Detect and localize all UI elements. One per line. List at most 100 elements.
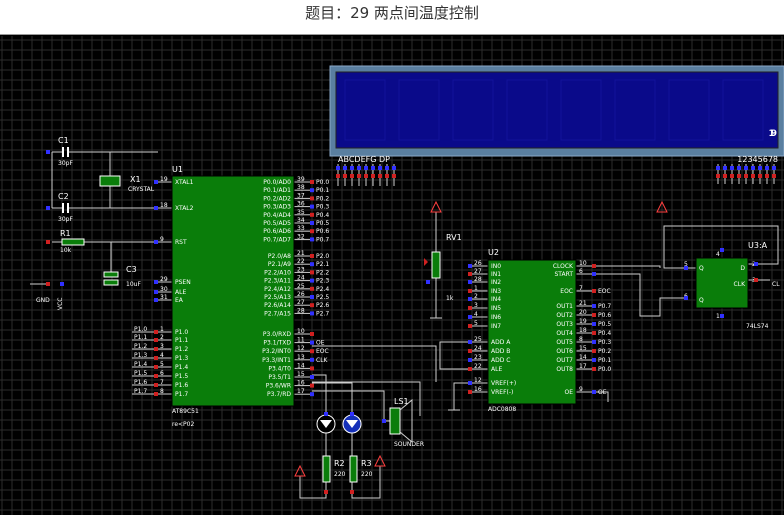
u1-p0-net: P0.3 bbox=[316, 204, 329, 211]
rv1-wiper bbox=[424, 258, 428, 266]
u2-pin-state bbox=[468, 297, 472, 301]
u1-p0-name: P0.0/AD0 bbox=[263, 179, 291, 186]
u2-pin-name: START bbox=[554, 271, 573, 278]
u2-pin-net: P0.6 bbox=[598, 312, 611, 319]
u1-p2-num: 22 bbox=[297, 258, 305, 265]
c3-body[interactable] bbox=[103, 279, 119, 286]
u2-pin-num: 22 bbox=[474, 363, 482, 370]
display-seg-pin bbox=[364, 174, 368, 178]
display-digit-pin bbox=[723, 166, 727, 170]
ls1-pin bbox=[382, 419, 386, 423]
r2-pin bbox=[324, 490, 328, 494]
x1-crystal[interactable] bbox=[99, 175, 121, 187]
u2-pin-net: P0.1 bbox=[598, 357, 611, 364]
display-digit-pin bbox=[737, 174, 741, 178]
u2-pin-state bbox=[468, 358, 472, 362]
rv1-body[interactable] bbox=[431, 251, 441, 279]
u2-pin-name: OUT7 bbox=[556, 357, 573, 364]
u2-pin-num: 9 bbox=[579, 386, 583, 393]
u2-pin-name: ALE bbox=[491, 366, 502, 373]
u2-pin-state bbox=[592, 289, 596, 293]
p1-net-label: P1.1 bbox=[134, 334, 147, 341]
u3-num-s: 4 bbox=[716, 251, 720, 258]
vcc-label: VCC bbox=[57, 298, 64, 310]
u2-pin-name: OUT2 bbox=[556, 312, 573, 319]
u1-p0-net: P0.2 bbox=[316, 195, 329, 202]
c2-ref: C2 bbox=[58, 192, 69, 201]
u1-p2-name: P2.0/A8 bbox=[268, 253, 291, 260]
u1-pin-name: EA bbox=[175, 297, 184, 304]
r2-body[interactable] bbox=[322, 455, 331, 483]
u2-pin-state bbox=[592, 331, 596, 335]
rv1-ref: RV1 bbox=[446, 233, 462, 242]
ls1-ref: LS1 bbox=[394, 397, 409, 406]
p1-net-label: P1.4 bbox=[134, 361, 147, 368]
u1-pin-name: XTAL2 bbox=[175, 205, 194, 212]
u2-pin-state bbox=[592, 264, 596, 268]
u2-pin-num: 17 bbox=[579, 363, 587, 370]
u2-pin-num: 12 bbox=[474, 377, 482, 384]
r3-ref: R3 bbox=[361, 459, 372, 468]
led1-symbol bbox=[320, 420, 332, 428]
u1-p0-state bbox=[310, 180, 314, 184]
u2-pin-num: 14 bbox=[579, 354, 587, 361]
u2-pin-state bbox=[468, 324, 472, 328]
u2-pin-state bbox=[592, 322, 596, 326]
u1-p3-net: OE bbox=[316, 340, 325, 347]
display-digit-pin bbox=[716, 166, 720, 170]
display-seg-pin bbox=[350, 166, 354, 170]
u1-pin-name: P1.6 bbox=[175, 382, 188, 389]
u1-pin-num: 31 bbox=[160, 294, 168, 301]
display-seg-pin bbox=[336, 174, 340, 178]
u1-pin-name: P1.0 bbox=[175, 329, 188, 336]
u1-pin-name: P1.2 bbox=[175, 346, 188, 353]
u2-pin-num: 19 bbox=[579, 318, 587, 325]
net-wire bbox=[312, 381, 421, 416]
u2-pin-num: 10 bbox=[579, 260, 587, 267]
u2-body[interactable] bbox=[487, 259, 577, 405]
title-bar: 题目：29 两点间温度控制 bbox=[0, 0, 784, 35]
u1-pin-state bbox=[154, 356, 158, 360]
u1-pin-state bbox=[154, 392, 158, 396]
p1-net-label: P1.2 bbox=[134, 343, 147, 350]
rv1-power bbox=[430, 200, 442, 213]
u1-pin-num: 30 bbox=[160, 286, 168, 293]
u1-pin-name: PSEN bbox=[175, 279, 191, 286]
u1-p2-num: 27 bbox=[297, 299, 305, 306]
u1-p2-num: 23 bbox=[297, 266, 305, 273]
u3-body[interactable] bbox=[695, 257, 749, 309]
u2-pin-num: 28 bbox=[474, 276, 482, 283]
u1-pin-num: 4 bbox=[160, 352, 164, 359]
r2-value: 220 bbox=[334, 471, 346, 478]
u1-p2-name: P2.6/A14 bbox=[264, 302, 291, 309]
u1-pin-state bbox=[154, 280, 158, 284]
r1-body[interactable] bbox=[61, 238, 85, 246]
display-screen bbox=[335, 71, 779, 149]
ls1-body[interactable] bbox=[389, 407, 401, 435]
u3-feedback-wire bbox=[663, 225, 779, 269]
u2-pin-state bbox=[468, 264, 472, 268]
u1-p0-name: P0.6/AD6 bbox=[263, 228, 291, 235]
r3-body[interactable] bbox=[349, 455, 358, 483]
u2-pin-name: OE bbox=[564, 389, 573, 396]
p1-net-label: P1.6 bbox=[134, 379, 147, 386]
display-digit-pin bbox=[744, 174, 748, 178]
u1-p2-name: P2.4/A12 bbox=[264, 286, 291, 293]
display-seg-pin bbox=[371, 174, 375, 178]
u1-p0-name: P0.1/AD1 bbox=[263, 187, 291, 194]
u1-body[interactable] bbox=[171, 175, 295, 407]
r3-power bbox=[374, 454, 386, 467]
u2-pin-num: 24 bbox=[474, 345, 482, 352]
r2-ref: R2 bbox=[334, 459, 345, 468]
u1-p2-name: P2.1/A9 bbox=[268, 261, 291, 268]
c3-body[interactable] bbox=[103, 271, 119, 278]
u2-pin-name: ADD C bbox=[491, 357, 510, 364]
u1-p0-state bbox=[310, 204, 314, 209]
u2-pin-net: P0.2 bbox=[598, 348, 611, 355]
x1-ref: X1 bbox=[130, 175, 141, 184]
u1-pin-num: 8 bbox=[160, 388, 164, 395]
u1-p3-num: 15 bbox=[297, 371, 305, 378]
u2-pin-name: IN0 bbox=[491, 263, 501, 270]
u1-p0-state bbox=[310, 212, 314, 217]
